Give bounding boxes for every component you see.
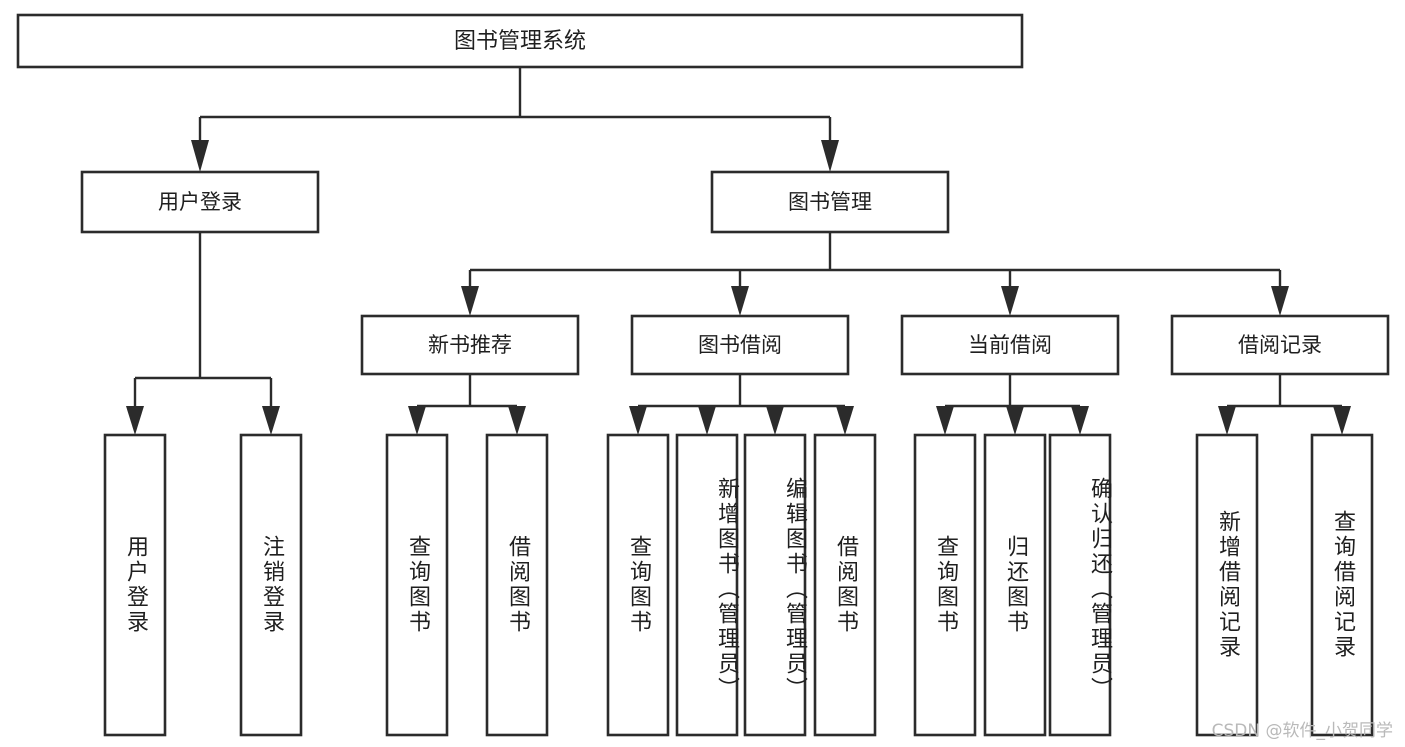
leaf-user-logout-rect[interactable] xyxy=(239,433,303,737)
node-root[interactable]: 图书管理系统 xyxy=(16,13,1024,69)
node-root-rect[interactable] xyxy=(16,13,1024,69)
arrow-bm-to-new-book-rec xyxy=(461,286,479,316)
node-book-borrow[interactable]: 图书借阅 xyxy=(630,314,850,376)
node-current-borrow-label: 当前借阅 xyxy=(968,333,1052,357)
connector-group-current-borrow xyxy=(936,374,1089,435)
arrow-cb-to-return-book xyxy=(1006,406,1024,435)
leaf-add-record-rect[interactable] xyxy=(1195,433,1259,737)
node-root-label: 图书管理系统 xyxy=(454,29,586,54)
connector-group-borrow-record xyxy=(1218,374,1351,435)
node-book-manage[interactable]: 图书管理 xyxy=(710,170,950,234)
csdn-watermark: CSDN @软件_小贺同学 xyxy=(1211,721,1393,741)
arrow-bb-to-query-book xyxy=(629,406,647,435)
arrow-bb-to-edit-book xyxy=(766,406,784,435)
connector-group-user-login xyxy=(126,232,280,435)
node-user-login[interactable]: 用户登录 xyxy=(80,170,320,234)
arrow-bm-to-book-borrow xyxy=(731,286,749,316)
arrow-ul-to-user-logout-leaf xyxy=(262,406,280,435)
leaf-query-record-rect[interactable] xyxy=(1310,433,1374,737)
connector-group-book-borrow xyxy=(629,374,854,435)
leaf-user-login-rect[interactable] xyxy=(103,433,167,737)
node-borrow-record-label: 借阅记录 xyxy=(1238,333,1322,357)
connector-group-new-book-rec xyxy=(408,374,526,435)
leaf-query-book-3-rect[interactable] xyxy=(913,433,977,737)
node-current-borrow[interactable]: 当前借阅 xyxy=(900,314,1120,376)
node-book-borrow-rect[interactable] xyxy=(630,314,850,376)
node-borrow-record[interactable]: 借阅记录 xyxy=(1170,314,1390,376)
arrow-nbr-to-query-book xyxy=(408,406,426,435)
node-new-book-rec-rect[interactable] xyxy=(360,314,580,376)
arrow-nbr-to-borrow-book xyxy=(508,406,526,435)
leaf-borrow-book-1-rect[interactable] xyxy=(485,433,549,737)
arrow-br-to-query-record xyxy=(1333,406,1351,435)
node-new-book-rec-label: 新书推荐 xyxy=(428,333,512,357)
arrow-bm-to-borrow-record xyxy=(1271,286,1289,316)
arrow-br-to-add-record xyxy=(1218,406,1236,435)
arrow-bm-to-current-borrow xyxy=(1001,286,1019,316)
connector-group-root xyxy=(191,67,839,172)
arrow-cb-to-confirm-return xyxy=(1071,406,1089,435)
node-current-borrow-rect[interactable] xyxy=(900,314,1120,376)
leaf-return-book-rect[interactable] xyxy=(983,433,1047,737)
node-borrow-record-rect[interactable] xyxy=(1170,314,1390,376)
arrow-cb-to-query-book xyxy=(936,406,954,435)
node-book-manage-rect[interactable] xyxy=(710,170,950,234)
arrow-root-to-user-login xyxy=(191,140,209,172)
node-new-book-rec[interactable]: 新书推荐 xyxy=(360,314,580,376)
arrow-ul-to-user-login-leaf xyxy=(126,406,144,435)
leaf-box-group xyxy=(103,433,1374,737)
leaf-borrow-book-2-rect[interactable] xyxy=(813,433,877,737)
leaf-edit-book-rect[interactable] xyxy=(743,433,807,737)
arrow-bb-to-add-book xyxy=(698,406,716,435)
arrow-bb-to-borrow-book xyxy=(836,406,854,435)
node-book-borrow-label: 图书借阅 xyxy=(698,333,782,357)
leaf-confirm-return-rect[interactable] xyxy=(1048,433,1112,737)
leaf-add-book-rect[interactable] xyxy=(675,433,739,737)
leaf-query-book-2-rect[interactable] xyxy=(606,433,670,737)
leaf-query-book-1-rect[interactable] xyxy=(385,433,449,737)
connector-group-book-manage xyxy=(461,232,1289,316)
node-user-login-label: 用户登录 xyxy=(158,190,242,214)
node-user-login-rect[interactable] xyxy=(80,170,320,234)
arrow-root-to-book-manage xyxy=(821,140,839,172)
node-book-manage-label: 图书管理 xyxy=(788,190,872,214)
